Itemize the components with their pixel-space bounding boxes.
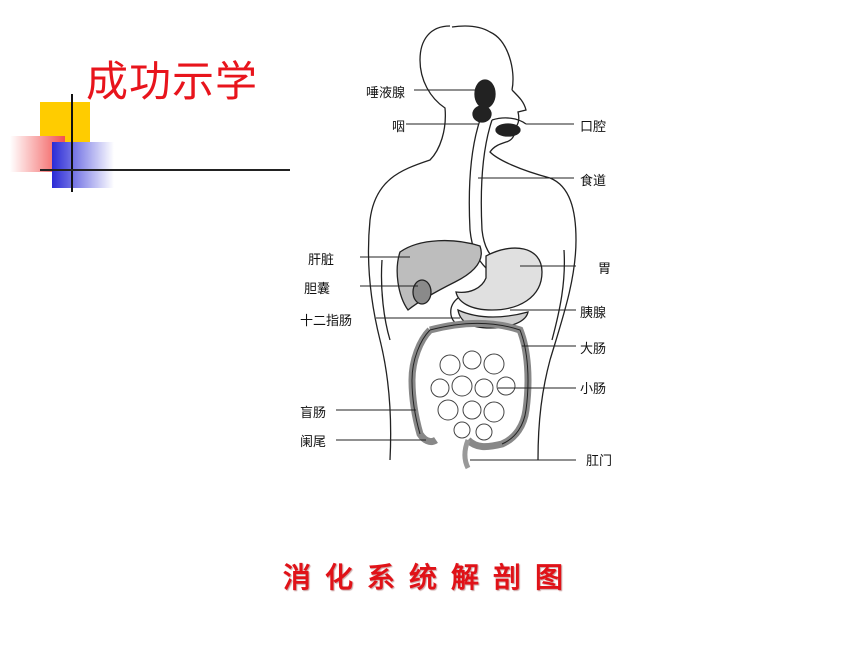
label-anus: 肛门: [586, 454, 613, 469]
page-title: 成功示学: [86, 57, 259, 106]
label-pancreas: 胰腺: [580, 306, 607, 321]
label-salivary-gland: 唾液腺: [366, 86, 406, 101]
digestive-system-diagram: [336, 25, 577, 470]
small-intestine-shape: [430, 350, 516, 441]
label-appendix: 阑尾: [300, 435, 327, 450]
stomach-shape: [455, 247, 543, 311]
label-esophagus: 食道: [580, 174, 607, 189]
salivary-gland-shape: [474, 79, 496, 109]
oral-cavity-shape: [491, 117, 527, 125]
rectum-shape: [462, 439, 471, 470]
label-small-intestine: 小肠: [580, 382, 607, 397]
label-pharynx: 咽: [392, 120, 406, 135]
label-cecum: 盲肠: [300, 406, 327, 421]
label-oral-cavity: 口腔: [580, 120, 607, 135]
deco-blue-square: [52, 142, 114, 188]
gallbladder-shape: [412, 279, 432, 305]
arm-lines: [380, 249, 566, 341]
label-liver: 肝脏: [308, 253, 335, 268]
label-duodenum: 十二指肠: [300, 314, 353, 329]
label-gallbladder: 胆囊: [304, 282, 331, 297]
leader-lines: [336, 89, 576, 461]
label-large-intestine: 大肠: [580, 342, 607, 357]
diagram-caption: 消化系统解剖图: [282, 561, 577, 594]
label-stomach: 胃: [598, 262, 612, 277]
